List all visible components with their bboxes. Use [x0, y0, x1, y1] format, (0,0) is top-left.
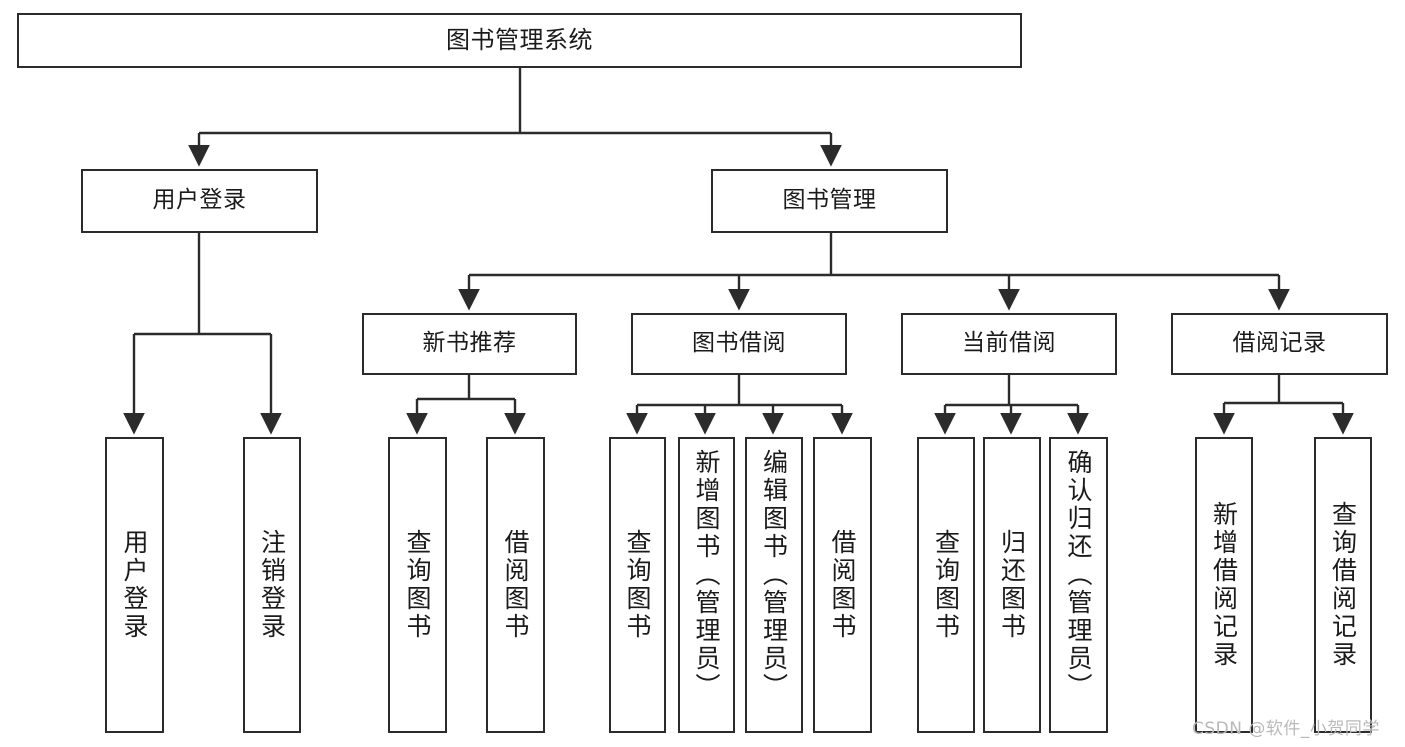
node-leaf-query-book-3[interactable]: 查询图书 [917, 437, 975, 733]
node-leaf-borrow-book-1-label: 借阅图书 [501, 529, 530, 641]
node-leaf-confirm-return[interactable]: 确认归还（管理员） [1049, 437, 1108, 733]
node-leaf-borrow-book-2-label: 借阅图书 [828, 529, 857, 641]
node-root-label: 图书管理系统 [446, 26, 593, 55]
node-new-book-recommend-label: 新书推荐 [422, 330, 517, 357]
node-borrow-record-label: 借阅记录 [1232, 330, 1327, 357]
node-leaf-edit-book-label: 编辑图书（管理员） [759, 449, 789, 701]
node-root[interactable]: 图书管理系统 [17, 13, 1022, 68]
node-borrow-record[interactable]: 借阅记录 [1171, 313, 1388, 375]
node-leaf-add-record-label: 新增借阅记录 [1209, 501, 1239, 669]
node-leaf-add-record[interactable]: 新增借阅记录 [1195, 437, 1253, 733]
node-leaf-query-book-1[interactable]: 查询图书 [388, 437, 447, 733]
node-leaf-query-book-2[interactable]: 查询图书 [609, 437, 666, 733]
node-leaf-query-record[interactable]: 查询借阅记录 [1314, 437, 1372, 733]
node-leaf-edit-book[interactable]: 编辑图书（管理员） [745, 437, 803, 733]
node-leaf-add-book[interactable]: 新增图书（管理员） [678, 437, 735, 733]
node-leaf-return-book-label: 归还图书 [997, 529, 1027, 641]
node-leaf-query-book-1-label: 查询图书 [403, 529, 432, 641]
node-book-borrow-label: 图书借阅 [692, 330, 786, 357]
node-leaf-user-login-label: 用户登录 [120, 529, 149, 641]
node-leaf-borrow-book-2[interactable]: 借阅图书 [813, 437, 872, 733]
node-leaf-logout-login[interactable]: 注销登录 [243, 437, 301, 733]
node-current-borrow-label: 当前借阅 [962, 330, 1056, 357]
node-leaf-logout-login-label: 注销登录 [257, 529, 287, 641]
node-leaf-add-book-label: 新增图书（管理员） [692, 449, 721, 701]
node-leaf-confirm-return-label: 确认归还（管理员） [1064, 449, 1093, 701]
node-book-manage[interactable]: 图书管理 [711, 169, 948, 233]
node-user-login-label: 用户登录 [152, 187, 247, 214]
node-book-manage-label: 图书管理 [782, 187, 877, 214]
node-new-book-recommend[interactable]: 新书推荐 [362, 313, 577, 375]
node-leaf-borrow-book-1[interactable]: 借阅图书 [486, 437, 545, 733]
node-user-login[interactable]: 用户登录 [81, 169, 318, 233]
node-leaf-return-book[interactable]: 归还图书 [983, 437, 1041, 733]
node-book-borrow[interactable]: 图书借阅 [631, 313, 847, 375]
node-current-borrow[interactable]: 当前借阅 [901, 313, 1117, 375]
node-leaf-query-record-label: 查询借阅记录 [1328, 501, 1358, 669]
node-leaf-query-book-2-label: 查询图书 [623, 529, 652, 641]
watermark: CSDN @软件_小贺同学 [1192, 719, 1380, 739]
node-leaf-user-login[interactable]: 用户登录 [105, 437, 164, 733]
node-leaf-query-book-3-label: 查询图书 [931, 529, 961, 641]
